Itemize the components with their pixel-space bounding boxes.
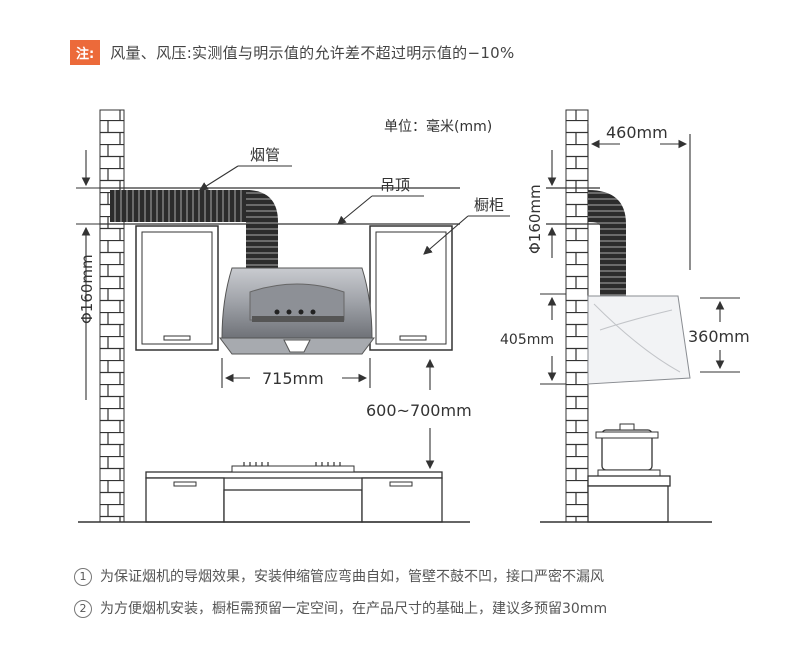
- duct-label: 烟管: [250, 146, 280, 164]
- side-base-cabinet: [587, 485, 669, 523]
- footnote-1: 1 为保证烟机的导烟效果，安装伸缩管应弯曲自如，管壁不鼓不凹，接口严密不漏风: [74, 566, 604, 586]
- side-stove: [597, 469, 661, 477]
- range-hood: [219, 267, 375, 355]
- counter-top: [145, 471, 443, 479]
- footnote-2-text: 为方便烟机安装，橱柜需预留一定空间，在产品尺寸的基础上，建议多预留30mm: [100, 601, 608, 617]
- footnote-1-text: 为保证烟机的导烟效果，安装伸缩管应弯曲自如，管壁不鼓不凹，接口严密不漏风: [100, 569, 604, 585]
- left-wall-cabinet: [135, 225, 219, 351]
- left-duct-horizontal: [110, 190, 250, 222]
- side-height-360-label: 360mm: [688, 327, 750, 346]
- left-duct-elbow: [246, 190, 278, 268]
- note-row: 注: 风量、风压:实测值与明示值的允许差不超过明示值的−10%: [70, 39, 515, 65]
- side-counter: [587, 475, 671, 487]
- note-text: 风量、风压:实测值与明示值的允许差不超过明示值的−10%: [110, 43, 515, 62]
- pot: [595, 423, 659, 471]
- unit-label: 单位：毫米(mm): [384, 118, 492, 135]
- right-wall: [565, 109, 589, 523]
- left-wall: [99, 109, 125, 523]
- gas-stove: [231, 465, 355, 473]
- right-duct: [588, 190, 626, 296]
- right-wall-cabinet: [369, 225, 453, 351]
- footnote-1-number: 1: [74, 568, 92, 586]
- duct-diameter-right-label: Φ160mm: [526, 184, 544, 254]
- note-badge: 注:: [70, 39, 101, 65]
- hood-height-label: 600~700mm: [366, 401, 472, 420]
- footnote-2: 2 为方便烟机安装，橱柜需预留一定空间，在产品尺寸的基础上，建议多预留30mm: [74, 598, 607, 618]
- wall-offset-label: 460mm: [606, 123, 668, 142]
- center-base-cabinet: [223, 489, 363, 523]
- cabinet-label: 橱柜: [474, 196, 504, 214]
- hood-width-label: 715mm: [262, 369, 324, 388]
- footnote-2-number: 2: [74, 600, 92, 618]
- side-hood: [587, 295, 691, 385]
- side-height-405-label: 405mm: [500, 332, 554, 348]
- ceiling-label: 吊顶: [380, 176, 410, 194]
- duct-diameter-left-label: Φ160mm: [78, 254, 96, 324]
